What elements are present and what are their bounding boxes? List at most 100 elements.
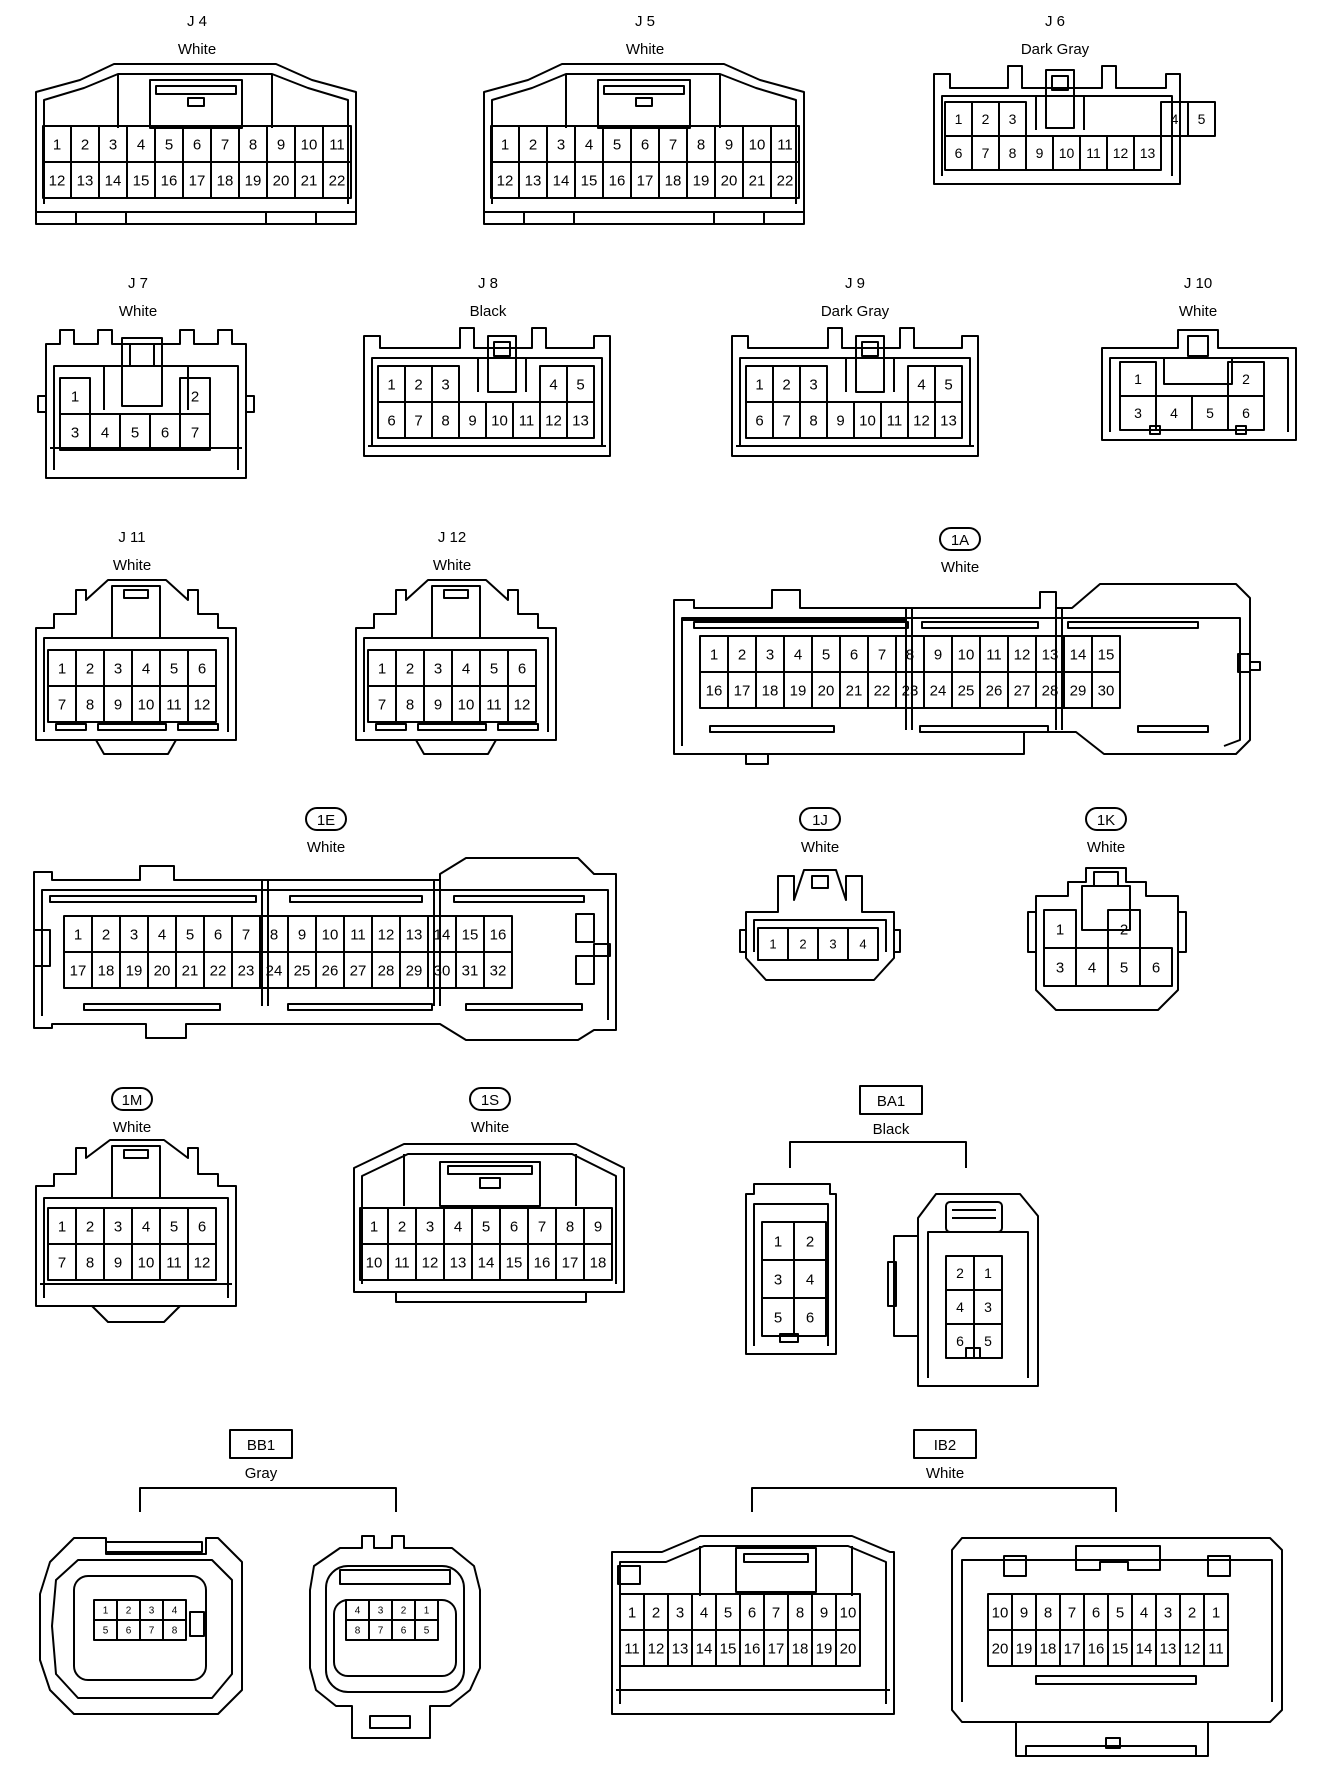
pin-cavity: 7	[231, 915, 261, 953]
pin-number: 6	[193, 136, 201, 153]
pin-cavity-empty	[1026, 102, 1053, 136]
pin-cavity: 6	[182, 125, 212, 163]
pin-cavity: 5	[566, 365, 595, 403]
pin-number: 10	[958, 646, 975, 663]
pin-cavity: 7	[763, 1593, 789, 1631]
pin-number: 1	[74, 926, 82, 943]
pin-number: 1	[955, 111, 963, 127]
group-bracket	[751, 1487, 1117, 1512]
pin-number: 9	[934, 646, 942, 663]
connector-badge	[799, 807, 841, 831]
connector-code: 1S	[481, 1092, 499, 1109]
pin-number: 3	[829, 937, 836, 952]
pin-cavity: 1	[757, 927, 789, 961]
pin-cavity: 1	[1119, 361, 1157, 397]
connector-color: White	[1179, 303, 1217, 320]
pin-cavity: 6	[187, 1207, 217, 1245]
pin-number: 2	[652, 1604, 660, 1621]
pin-cavity: 4	[1160, 101, 1189, 137]
pin-number: 12	[194, 696, 211, 713]
pin-number: 3	[1056, 959, 1064, 976]
pin-number: 25	[294, 962, 311, 979]
pin-number: 11	[486, 696, 502, 713]
pin-number: 7	[782, 412, 790, 429]
pin-number: 18	[762, 682, 779, 699]
pin-number: 10	[138, 1254, 155, 1271]
pin-cavity: 9	[714, 125, 744, 163]
pin-number: 10	[749, 136, 766, 153]
pin-number: 5	[724, 1604, 732, 1621]
pin-number: 1	[710, 646, 718, 663]
pin-number: 13	[450, 1254, 467, 1271]
pin-cavity: 4	[89, 413, 121, 451]
pin-number: 6	[956, 1333, 964, 1349]
pin-cavity: 25	[287, 951, 317, 989]
pin-cavity: 4	[574, 125, 604, 163]
pin-number: 8	[172, 1626, 178, 1637]
pin-number: 16	[706, 682, 723, 699]
pin-cavity: 4	[691, 1593, 717, 1631]
pin-number: 18	[665, 172, 682, 189]
pin-number: 13	[940, 412, 957, 429]
pin-cavity: 3	[546, 125, 576, 163]
pin-number: 17	[1064, 1640, 1081, 1657]
pin-cavity: 18	[1035, 1629, 1061, 1667]
pin-cavity-empty	[1107, 102, 1134, 136]
pin-number: 12	[545, 412, 562, 429]
connector-housing-left	[39, 1537, 243, 1715]
pin-cavity: 5	[154, 125, 184, 163]
pin-number: 12	[1184, 1640, 1201, 1657]
pin-cavity: 19	[1011, 1629, 1037, 1667]
pin-cavity: 17	[630, 161, 660, 199]
pin-number: 5	[576, 376, 584, 393]
pin-number: 21	[749, 172, 766, 189]
pin-number: 9	[1036, 145, 1044, 161]
pin-cell	[835, 1629, 861, 1667]
pin-cavity: 18	[658, 161, 688, 199]
pin-cavity: 27	[343, 951, 373, 989]
pin-number: 23	[238, 962, 255, 979]
pin-number: 5	[131, 424, 139, 441]
pin-number: 7	[221, 136, 229, 153]
pin-cavity: 4	[1075, 947, 1109, 987]
pin-number: 4	[917, 376, 925, 393]
pin-number: 7	[58, 696, 66, 713]
pin-number: 7	[878, 646, 886, 663]
pin-number: 26	[322, 962, 339, 979]
pin-cavity: 2	[387, 1207, 417, 1245]
pin-cavity: 6	[1139, 947, 1173, 987]
pin-cavity: 8	[555, 1207, 585, 1245]
connector-color: White	[119, 303, 157, 320]
pin-number: 23	[902, 682, 919, 699]
pin-number: 7	[378, 696, 386, 713]
pin-cavity: 10	[835, 1593, 861, 1631]
pin-cavity: 13	[443, 1243, 473, 1281]
pin-cavity: 18	[210, 161, 240, 199]
pin-number: 14	[696, 1640, 713, 1657]
pin-number: 17	[562, 1254, 579, 1271]
pin-number: 3	[676, 1604, 684, 1621]
pin-cavity: 22	[203, 951, 233, 989]
pin-cavity: 9	[1025, 135, 1054, 171]
pin-cavity: 6	[839, 635, 869, 673]
pin-number: 4	[585, 136, 593, 153]
connector-code: 1M	[122, 1092, 143, 1109]
pin-cavity: 3	[103, 1207, 133, 1245]
pin-number: 11	[1208, 1640, 1224, 1657]
pin-number: 8	[270, 926, 278, 943]
connector-color: White	[801, 839, 839, 856]
pin-cavity: 7	[47, 1243, 77, 1281]
pin-number: 6	[748, 1604, 756, 1621]
pin-number: 19	[693, 172, 710, 189]
pin-cavity: 13	[70, 161, 100, 199]
pin-cavity: 10	[853, 401, 882, 439]
pin-cell	[187, 685, 217, 723]
pin-cavity: 13	[1155, 1629, 1181, 1667]
pin-number: 11	[394, 1254, 410, 1271]
pin-number: 19	[1016, 1640, 1033, 1657]
